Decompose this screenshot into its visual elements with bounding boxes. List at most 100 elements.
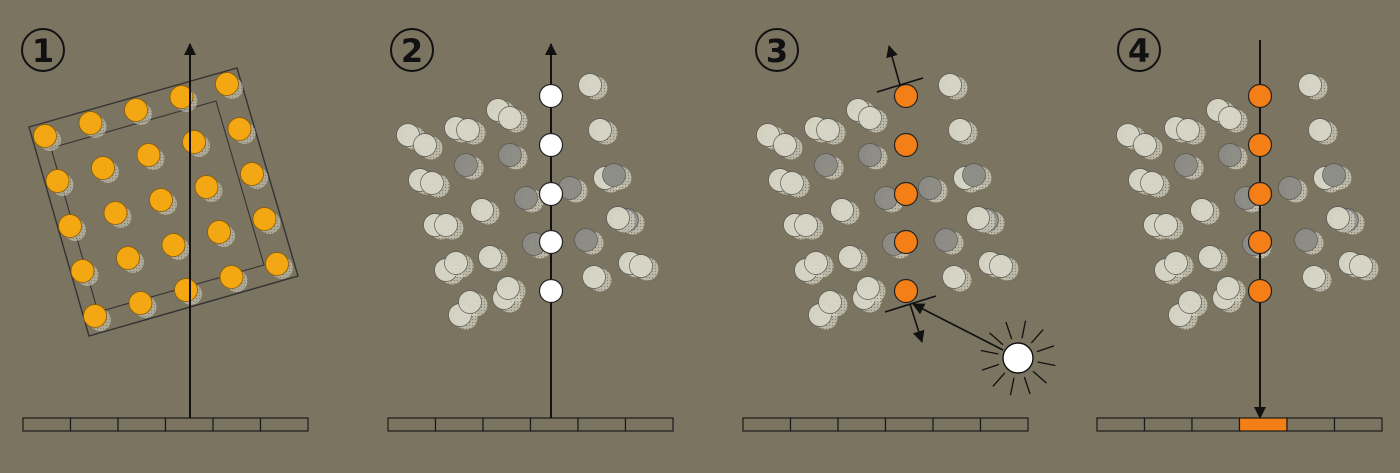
pixel-cell bbox=[1096, 417, 1146, 432]
ghost-dot bbox=[1308, 118, 1332, 142]
sample-point bbox=[893, 132, 919, 158]
ghost-dot bbox=[1298, 73, 1322, 97]
voxel-dot bbox=[161, 233, 186, 257]
ghost-dot bbox=[780, 171, 804, 195]
pixel-cell bbox=[1143, 417, 1193, 432]
sample-point bbox=[893, 278, 919, 304]
sun-ray bbox=[980, 349, 999, 355]
ghost-dot bbox=[602, 163, 626, 187]
voxel-dot bbox=[70, 259, 95, 283]
ghost-dot bbox=[478, 245, 502, 269]
step-badge-3: 3 bbox=[755, 28, 799, 72]
pixel-cell bbox=[1286, 417, 1336, 432]
voxel-grid bbox=[28, 67, 299, 337]
pixel-cell bbox=[482, 417, 532, 432]
sample-point bbox=[893, 83, 919, 109]
voxel-dot bbox=[227, 117, 252, 141]
pixel-cell bbox=[1191, 417, 1241, 432]
voxel-dot bbox=[103, 201, 128, 225]
ghost-dot bbox=[830, 198, 854, 222]
pixel-strip bbox=[387, 417, 674, 432]
ghost-dot bbox=[858, 143, 882, 167]
ghost-dot bbox=[794, 213, 818, 237]
pixel-cell bbox=[117, 417, 167, 432]
ghost-dot bbox=[629, 254, 653, 278]
ghost-dot bbox=[773, 133, 797, 157]
ghost-dot bbox=[1176, 118, 1200, 142]
sample-point bbox=[538, 83, 564, 109]
normal-arrow-icon bbox=[909, 303, 925, 343]
voxel-dots bbox=[33, 72, 293, 331]
voxel-dot bbox=[45, 169, 70, 193]
sun-ray bbox=[981, 363, 1000, 371]
ghost-dot bbox=[856, 276, 880, 300]
ghost-dot bbox=[938, 73, 962, 97]
ghost-dot bbox=[1218, 106, 1242, 130]
voxel-dot bbox=[124, 98, 148, 122]
ghost-dot bbox=[942, 265, 966, 289]
sun-ray bbox=[1036, 345, 1055, 353]
ghost-dot bbox=[458, 290, 482, 314]
voxel-dot bbox=[78, 111, 103, 135]
sample-point bbox=[1247, 278, 1273, 304]
step-number: 4 bbox=[1128, 32, 1150, 70]
sun-ray bbox=[989, 332, 1004, 346]
ghost-dot bbox=[496, 276, 520, 300]
light-ray-arrow-icon bbox=[912, 303, 1004, 351]
ghost-dot bbox=[918, 176, 942, 200]
ghost-dot bbox=[1133, 133, 1157, 157]
ghost-dot bbox=[816, 118, 840, 142]
sun-ray bbox=[1037, 361, 1056, 367]
pixel-cell bbox=[837, 417, 887, 432]
ghost-dot bbox=[1349, 254, 1373, 278]
normal-arrow-icon bbox=[886, 45, 901, 86]
sun-ray bbox=[992, 372, 1006, 387]
panel-1 bbox=[22, 43, 309, 432]
ghost-dot bbox=[1322, 163, 1346, 187]
ghost-dot bbox=[420, 171, 444, 195]
ghost-dot bbox=[934, 228, 958, 252]
sample-point bbox=[1247, 229, 1273, 255]
ghost-dot bbox=[1326, 206, 1350, 230]
ghost-dot bbox=[514, 186, 538, 210]
pixel-cell bbox=[434, 417, 484, 432]
ghost-dot bbox=[1174, 153, 1198, 177]
sample-point bbox=[538, 278, 564, 304]
pixel-strip bbox=[22, 417, 309, 432]
voxel-dot bbox=[194, 175, 219, 199]
voxel-dot bbox=[252, 207, 277, 231]
voxel-dot bbox=[91, 156, 115, 180]
ghost-dot bbox=[1140, 171, 1164, 195]
ghost-dot bbox=[1218, 143, 1242, 167]
ghost-dot bbox=[874, 186, 898, 210]
ghost-dot bbox=[588, 118, 612, 142]
voxel-dot bbox=[136, 143, 161, 167]
voxel-dot bbox=[219, 265, 244, 289]
voxel-dot bbox=[182, 130, 206, 154]
sun-ray bbox=[1021, 320, 1027, 339]
voxel-dot bbox=[265, 252, 289, 276]
pixel-cell bbox=[577, 417, 627, 432]
ghost-dot bbox=[498, 106, 522, 130]
sample-point bbox=[1247, 83, 1273, 109]
voxel-dot bbox=[207, 220, 231, 244]
panel-3 bbox=[742, 45, 1056, 432]
pixel-cell bbox=[979, 417, 1029, 432]
voxel-dot bbox=[116, 246, 140, 270]
shaded-samples bbox=[1247, 83, 1273, 304]
ghost-dot bbox=[1178, 290, 1202, 314]
ghost-dot bbox=[858, 106, 882, 130]
sample-point bbox=[1247, 181, 1273, 207]
ghost-dot bbox=[1302, 265, 1326, 289]
pixel-cell bbox=[69, 417, 119, 432]
step-number: 3 bbox=[766, 32, 788, 70]
ghost-dot bbox=[966, 206, 990, 230]
voxel-dot bbox=[174, 278, 198, 302]
ghost-dot bbox=[470, 198, 494, 222]
voxel-dot bbox=[149, 188, 173, 212]
shaded-samples bbox=[893, 83, 919, 304]
voxel-dot bbox=[169, 85, 194, 109]
voxel-dot bbox=[240, 162, 264, 186]
inner-box bbox=[50, 100, 265, 313]
ghost-dot bbox=[1278, 176, 1302, 200]
